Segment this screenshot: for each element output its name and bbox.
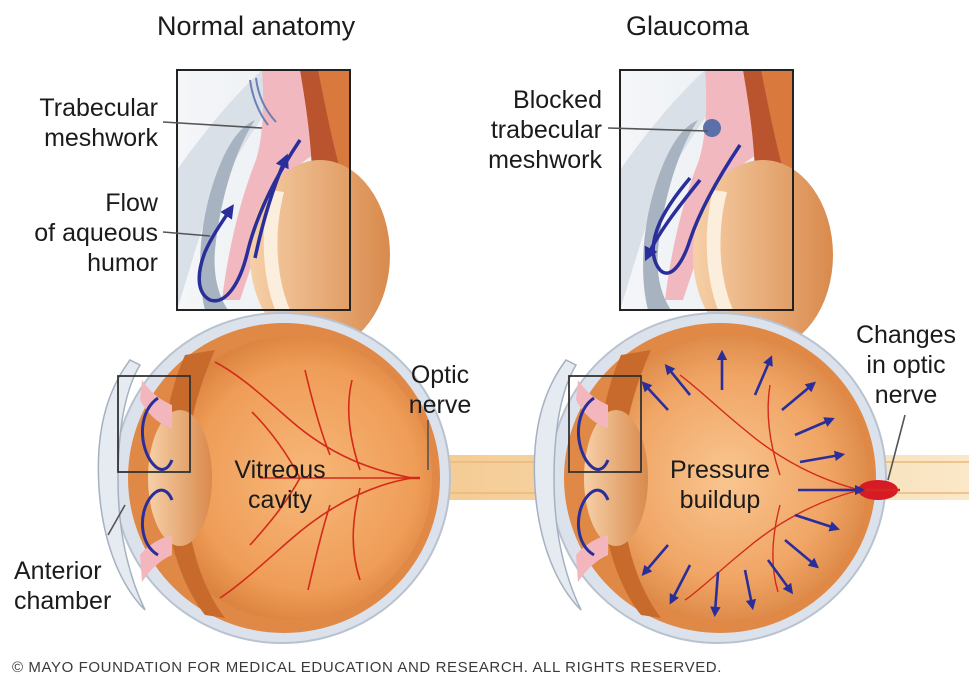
label-changes-optic-nerve: Changes in optic nerve [845, 320, 967, 410]
label-anterior-chamber: Anterior chamber [14, 556, 144, 616]
label-trabecular-meshwork: Trabecular meshwork [10, 93, 158, 153]
normal-inset [177, 70, 390, 350]
copyright-notice: © MAYO FOUNDATION FOR MEDICAL EDUCATION … [12, 659, 722, 676]
label-vitreous-cavity: Vitreous cavity [215, 455, 345, 515]
title-normal: Normal anatomy [157, 10, 355, 42]
glaucoma-inset [620, 70, 833, 350]
label-optic-nerve: Optic nerve [395, 360, 485, 420]
label-pressure-buildup: Pressure buildup [655, 455, 785, 515]
label-flow-aqueous-humor: Flow of aqueous humor [10, 188, 158, 278]
label-blocked-trabecular-meshwork: Blocked trabecular meshwork [440, 85, 602, 175]
title-glaucoma: Glaucoma [626, 10, 749, 42]
